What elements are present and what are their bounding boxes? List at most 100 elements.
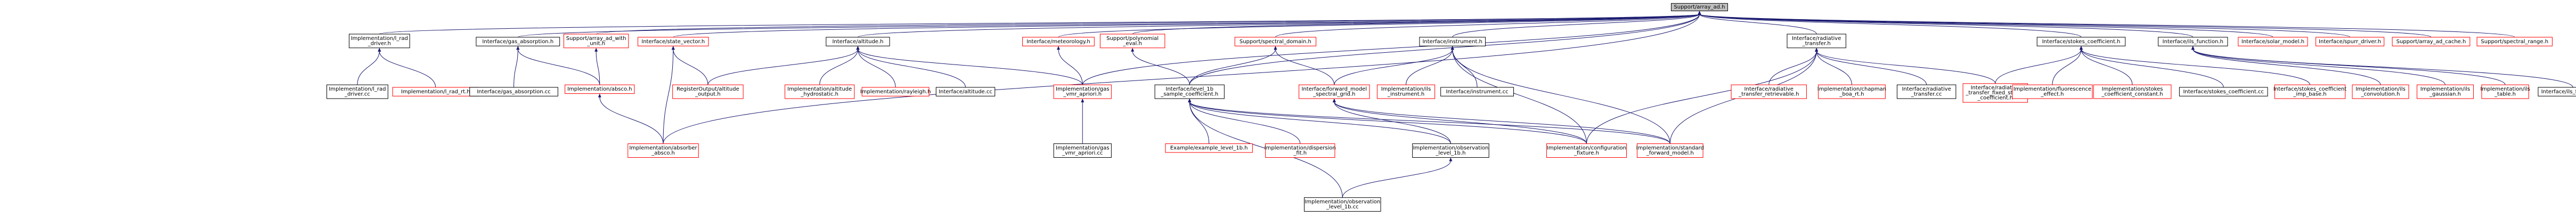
graph-node-stokes-coefficient-cc[interactable]: Interface/stokes_coefficient.cc: [2179, 87, 2268, 96]
graph-node-ils-convolution[interactable]: Implementation/ils_convolution.h: [2352, 84, 2409, 99]
node-label: Support/array_ad_cache.h: [2396, 39, 2466, 45]
node-label: _hydrostatic.h: [800, 92, 838, 98]
node-label: _transfer.cc: [1911, 92, 1942, 98]
dependency-edge: [2081, 49, 2311, 85]
graph-node-standard-forward-model[interactable]: Implementation/standard_forward_model.h: [1636, 143, 1704, 158]
graph-node-impl-rad-driver-h[interactable]: Implementation/l_rad_driver.h: [348, 34, 410, 49]
graph-node-fluorescence-effect[interactable]: Implementation/fluorescence_effect.h: [2012, 84, 2093, 99]
graph-node-meteorology[interactable]: Interface/meteorology.h: [1022, 37, 1095, 46]
node-label: Interface/radiative: [1971, 85, 2020, 91]
node-label: Implementation/configuration: [1547, 146, 1626, 151]
graph-node-impl-rad-driver-cc[interactable]: Implementation/l_rad_driver.cc: [326, 84, 388, 99]
node-label: Implementation/absco.h: [567, 86, 632, 92]
graph-node-solar-model[interactable]: Interface/solar_model.h: [2238, 37, 2308, 46]
node-label: Implementation/ils: [1381, 86, 1431, 92]
graph-node-gas-absorption-cc[interactable]: Interface/gas_absorption.cc: [469, 87, 558, 96]
dependency-edge: [1452, 49, 1587, 144]
node-box: [1053, 143, 1112, 158]
node-label: _forward_model.h: [1646, 150, 1694, 156]
dependency-edge: [673, 14, 1700, 38]
graph-node-instrument-h[interactable]: Interface/instrument.h: [1419, 37, 1486, 46]
graph-node-spectral-domain[interactable]: Support/spectral_domain.h: [1234, 37, 1317, 46]
graph-node-altitude-h[interactable]: Interface/altitude.h: [826, 37, 890, 46]
graph-node-altitude-hydrostatic[interactable]: Implementation/altitude_hydrostatic.h: [785, 84, 855, 99]
dependency-edge: [2081, 49, 2224, 87]
dependency-edge: [673, 49, 708, 85]
edge-arrowhead: [2191, 46, 2195, 50]
graph-node-impl-absco[interactable]: Implementation/absco.h: [565, 84, 635, 94]
graph-node-impl-absorber-absco[interactable]: Implementation/absorber_absco.h: [627, 143, 699, 158]
graph-node-forward-model-spectral-grid[interactable]: Interface/forward_model_spectral_grid.h: [1299, 84, 1370, 99]
node-box: [1546, 143, 1627, 158]
graph-node-impl-rad-rt[interactable]: Implementation/l_rad_rt.h: [392, 87, 479, 96]
graph-node-ils-function-cc[interactable]: Interface/ils_function.cc: [2538, 87, 2576, 96]
graph-node-radiative-transfer-cc[interactable]: Interface/radiative_transfer.cc: [1896, 84, 1957, 99]
graph-node-level-1b-sample[interactable]: Interface/level_1b_sample_coefficient.h: [1154, 84, 1225, 99]
graph-node-stokes-coefficient-imp-base[interactable]: Interface/stokes_coefficient_imp_base.h: [2273, 84, 2346, 99]
graph-node-chapman-boa-rt[interactable]: Implementation/chapman_boa_rt.h: [1817, 84, 1886, 99]
graph-node-register-output[interactable]: RegisterOutput/altitude_output.h: [672, 84, 744, 99]
graph-node-ils-instrument[interactable]: Implementation/ils_instrument.h: [1376, 84, 1436, 99]
graph-node-radiative-transfer[interactable]: Interface/radiative_transfer.h: [1787, 34, 1846, 49]
node-label: _boa_rt.h: [1839, 92, 1864, 98]
graph-node-gas-absorption-h[interactable]: Interface/gas_absorption.h: [476, 37, 560, 46]
graph-node-array-ad-unit[interactable]: Support/array_ad_with_unit.h: [563, 34, 629, 49]
dependency-edge: [1189, 14, 1700, 85]
node-label: Interface/spurr_driver.h: [2319, 39, 2381, 45]
node-label: Implementation/absorber: [629, 146, 697, 151]
graph-node-stokes-coefficient-h[interactable]: Interface/stokes_coefficient.h: [2036, 37, 2126, 46]
node-box: [563, 34, 629, 49]
node-box: [861, 87, 930, 96]
node-label: Interface/ils_function.h: [2163, 39, 2223, 45]
node-label: Support/spectral_domain.h: [1240, 39, 1311, 45]
node-label: _driver.cc: [344, 92, 370, 98]
edge-layer: [357, 11, 2573, 198]
graph-node-dispersion-fit[interactable]: Implementation/dispersion_fit.h: [1265, 143, 1336, 158]
node-label: Support/polynomial: [1106, 36, 1159, 42]
dependency-edge: [596, 51, 600, 85]
dependency-edge: [1334, 49, 1453, 85]
graph-node-spectral-range[interactable]: Support/spectral_range.h: [2476, 37, 2553, 46]
dependency-edge: [1995, 49, 2082, 84]
graph-node-radiative-transfer-retrievable[interactable]: Interface/radiative_transfer_retrievable…: [1731, 84, 1807, 99]
graph-node-state-vector[interactable]: Interface/state_vector.h: [638, 37, 709, 46]
graph-node-observation-level-1b-cc[interactable]: Implementation/observation_level_1b.cc: [1303, 197, 1381, 212]
dependency-edge: [513, 49, 518, 87]
node-label: _level_1b.cc: [1326, 204, 1359, 210]
node-box: [1412, 143, 1489, 158]
graph-node-polynomial-eval[interactable]: Support/polynomial_eval.h: [1099, 34, 1165, 49]
node-box: [1896, 84, 1957, 99]
node-box: [935, 87, 996, 96]
graph-node-ils-table[interactable]: Implementation/ils_table.h: [2480, 84, 2530, 99]
dependency-edge: [857, 49, 1083, 85]
graph-node-ils-gaussian[interactable]: Implementation/ils_gaussian.h: [2416, 84, 2474, 99]
graph-node-gas-vmr-apriori-h[interactable]: Implementation/gas_vmr_apriori.h: [1053, 84, 1112, 99]
dependency-edge: [1699, 14, 2515, 38]
graph-node-configuration-fixture[interactable]: Implementation/configuration_fixture.h: [1546, 143, 1627, 158]
graph-node-spurr-driver[interactable]: Interface/spurr_driver.h: [2316, 37, 2385, 46]
graph-node-ils-function-h[interactable]: Interface/ils_function.h: [2158, 37, 2228, 46]
graph-node-gas-vmr-apriori-cc[interactable]: Implementation/gas_vmr_apriori.cc: [1053, 143, 1112, 158]
graph-node-observation-level-1b-h[interactable]: Implementation/observation_level_1b.h: [1412, 143, 1489, 158]
dependency-edge: [357, 51, 380, 85]
node-box: [1022, 37, 1095, 46]
graph-node-instrument-cc[interactable]: Interface/instrument.cc: [1440, 87, 1514, 96]
graph-node-rayleigh[interactable]: Implementation/rayleigh.h: [860, 87, 931, 96]
dependency-edge: [1452, 14, 1700, 38]
node-label: Interface/instrument.h: [1422, 39, 1482, 45]
node-box: [1440, 87, 1514, 96]
node-box: [476, 37, 560, 46]
graph-node-root[interactable]: Support/array_ad.h: [1670, 3, 1728, 11]
node-label: Interface/altitude.h: [832, 39, 883, 45]
graph-node-example-level-1b[interactable]: Example/example_level_1b.h: [1165, 143, 1253, 153]
node-box: [2392, 37, 2471, 46]
node-label: _driver.h: [368, 41, 391, 46]
dependency-edge: [2192, 49, 2573, 87]
graph-node-stokes-coefficient-constant[interactable]: Implementation/stokes_coefficient_consta…: [2093, 84, 2172, 99]
graph-node-array-ad-cache[interactable]: Support/array_ad_cache.h: [2392, 37, 2471, 46]
graph-node-altitude-cc[interactable]: Interface/altitude.cc: [935, 87, 996, 96]
dependency-edge: [1132, 51, 1190, 85]
node-label: Implementation/ils: [2355, 86, 2406, 92]
node-label: Interface/radiative: [1792, 36, 1841, 42]
node-label: _vmr_apriori.h: [1063, 92, 1102, 98]
